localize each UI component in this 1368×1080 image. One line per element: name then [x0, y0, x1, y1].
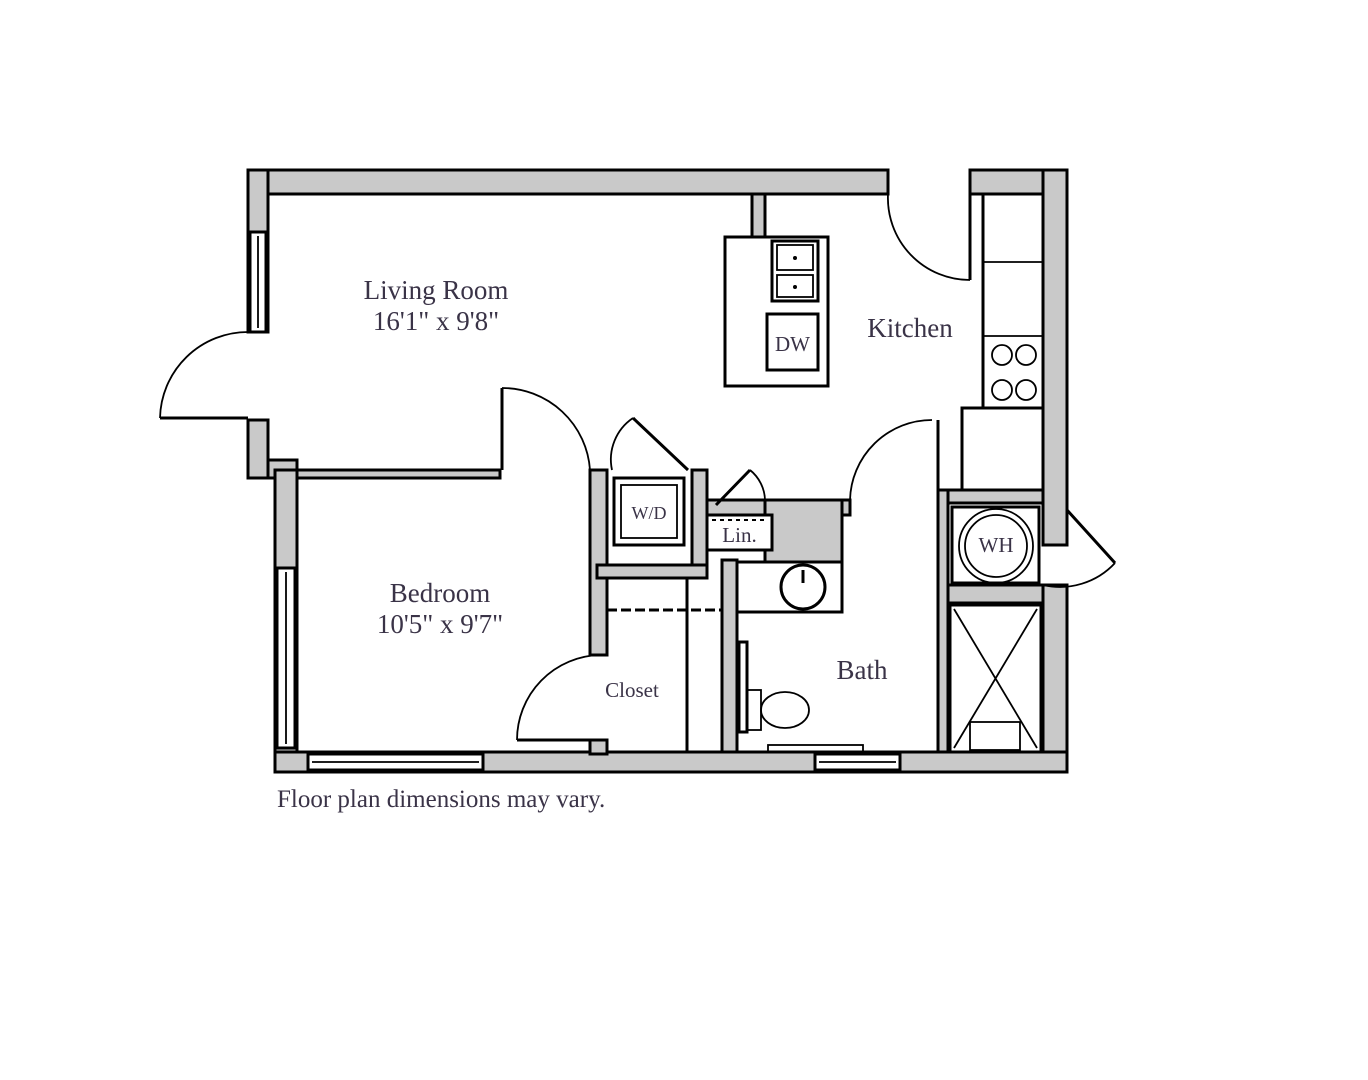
bath-fixtures — [735, 560, 864, 753]
water-heater-label: WH — [978, 533, 1014, 557]
living-room-name: Living Room — [363, 275, 509, 305]
bedroom-dimensions: 10'5" x 9'7" — [376, 609, 504, 640]
dimensions-disclaimer: Floor plan dimensions may vary. — [277, 786, 606, 813]
living-room-label: Living Room 16'1" x 9'8" — [346, 275, 526, 337]
kitchen-label: Kitchen — [867, 313, 953, 343]
kitchen-counter — [960, 192, 1045, 492]
linen-label: Lin. — [722, 523, 757, 547]
bath-label: Bath — [836, 655, 888, 685]
shower — [948, 603, 1043, 754]
water-heater — [950, 505, 1041, 585]
windows — [248, 230, 902, 772]
kitchen-island — [723, 235, 830, 388]
bedroom-name: Bedroom — [389, 578, 491, 608]
closets — [607, 476, 774, 752]
doors — [159, 193, 1117, 742]
interior-walls — [295, 192, 1045, 756]
closet-label: Closet — [605, 678, 659, 702]
bedroom-label: Bedroom 10'5" x 9'7" — [350, 578, 530, 640]
living-room-dimensions: 16'1" x 9'8" — [372, 306, 500, 337]
washer-dryer-label: W/D — [631, 503, 667, 523]
dishwasher-label: DW — [775, 332, 810, 356]
